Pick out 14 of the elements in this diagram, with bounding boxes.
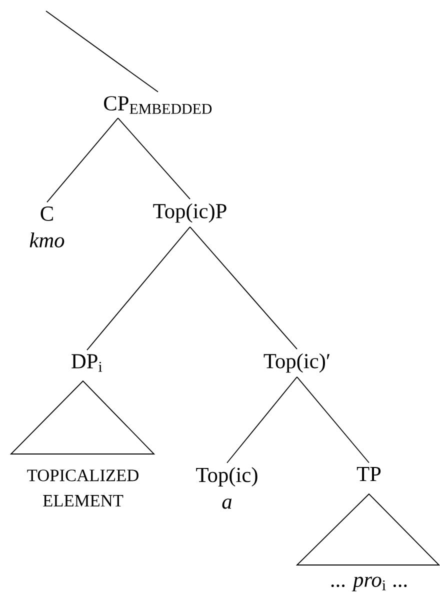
tree-branch — [46, 10, 158, 92]
node-label: Top(ic) a — [196, 467, 258, 509]
node-label: TP — [356, 467, 381, 481]
node-label: DP$_{i}$ — [72, 354, 102, 372]
tree-branch — [296, 376, 370, 464]
tree-branch — [118, 118, 190, 200]
tree-branch — [226, 376, 298, 464]
node-label: Top(ic)′ — [264, 353, 330, 373]
tree-branch — [86, 226, 190, 350]
node-label: CP$_{EMBEDDED}$ — [104, 96, 212, 114]
tree-branch — [46, 118, 118, 203]
node-label: C kmo — [30, 206, 64, 248]
tree-branch — [190, 226, 298, 350]
node-label: Top(ic)P — [153, 203, 226, 223]
